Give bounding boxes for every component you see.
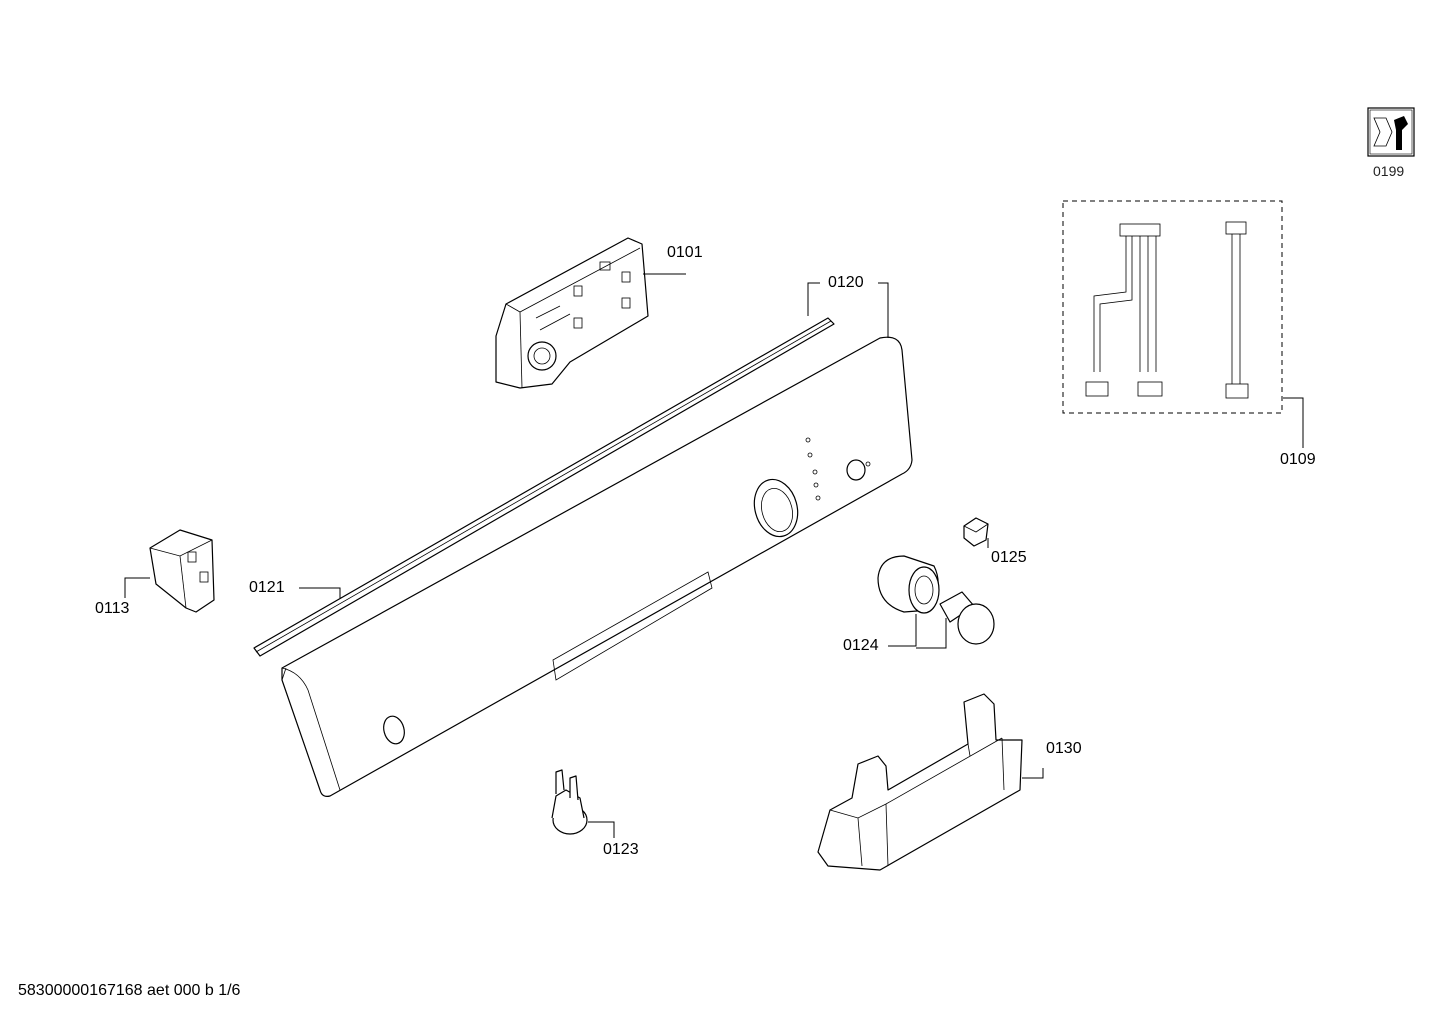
part-label-0125: 0125 <box>991 549 1027 566</box>
part-label-0121: 0121 <box>249 579 285 596</box>
part-label-0101: 0101 <box>667 244 703 261</box>
push-button <box>551 769 588 835</box>
leader-lines <box>124 273 1304 838</box>
document-footer-code: 58300000167168 aet 000 b 1/6 <box>18 982 241 999</box>
part-label-0123: 0123 <box>603 841 639 858</box>
control-panel-fascia <box>281 336 913 797</box>
seal-strip <box>253 317 835 657</box>
part-label-0109: 0109 <box>1280 451 1316 468</box>
electronic-module <box>495 237 649 389</box>
wire-harness-kit <box>1062 200 1283 414</box>
service-icon <box>1367 107 1415 157</box>
holder-bracket <box>149 529 215 613</box>
part-label-0130: 0130 <box>1046 740 1082 757</box>
selector-knob <box>877 555 995 645</box>
part-label-0120: 0120 <box>828 274 864 291</box>
part-label-0124: 0124 <box>843 637 879 654</box>
small-push-button <box>963 517 989 547</box>
part-label-0199: 0199 <box>1373 163 1405 179</box>
part-label-0113: 0113 <box>95 600 130 617</box>
support-frame <box>817 693 1023 871</box>
